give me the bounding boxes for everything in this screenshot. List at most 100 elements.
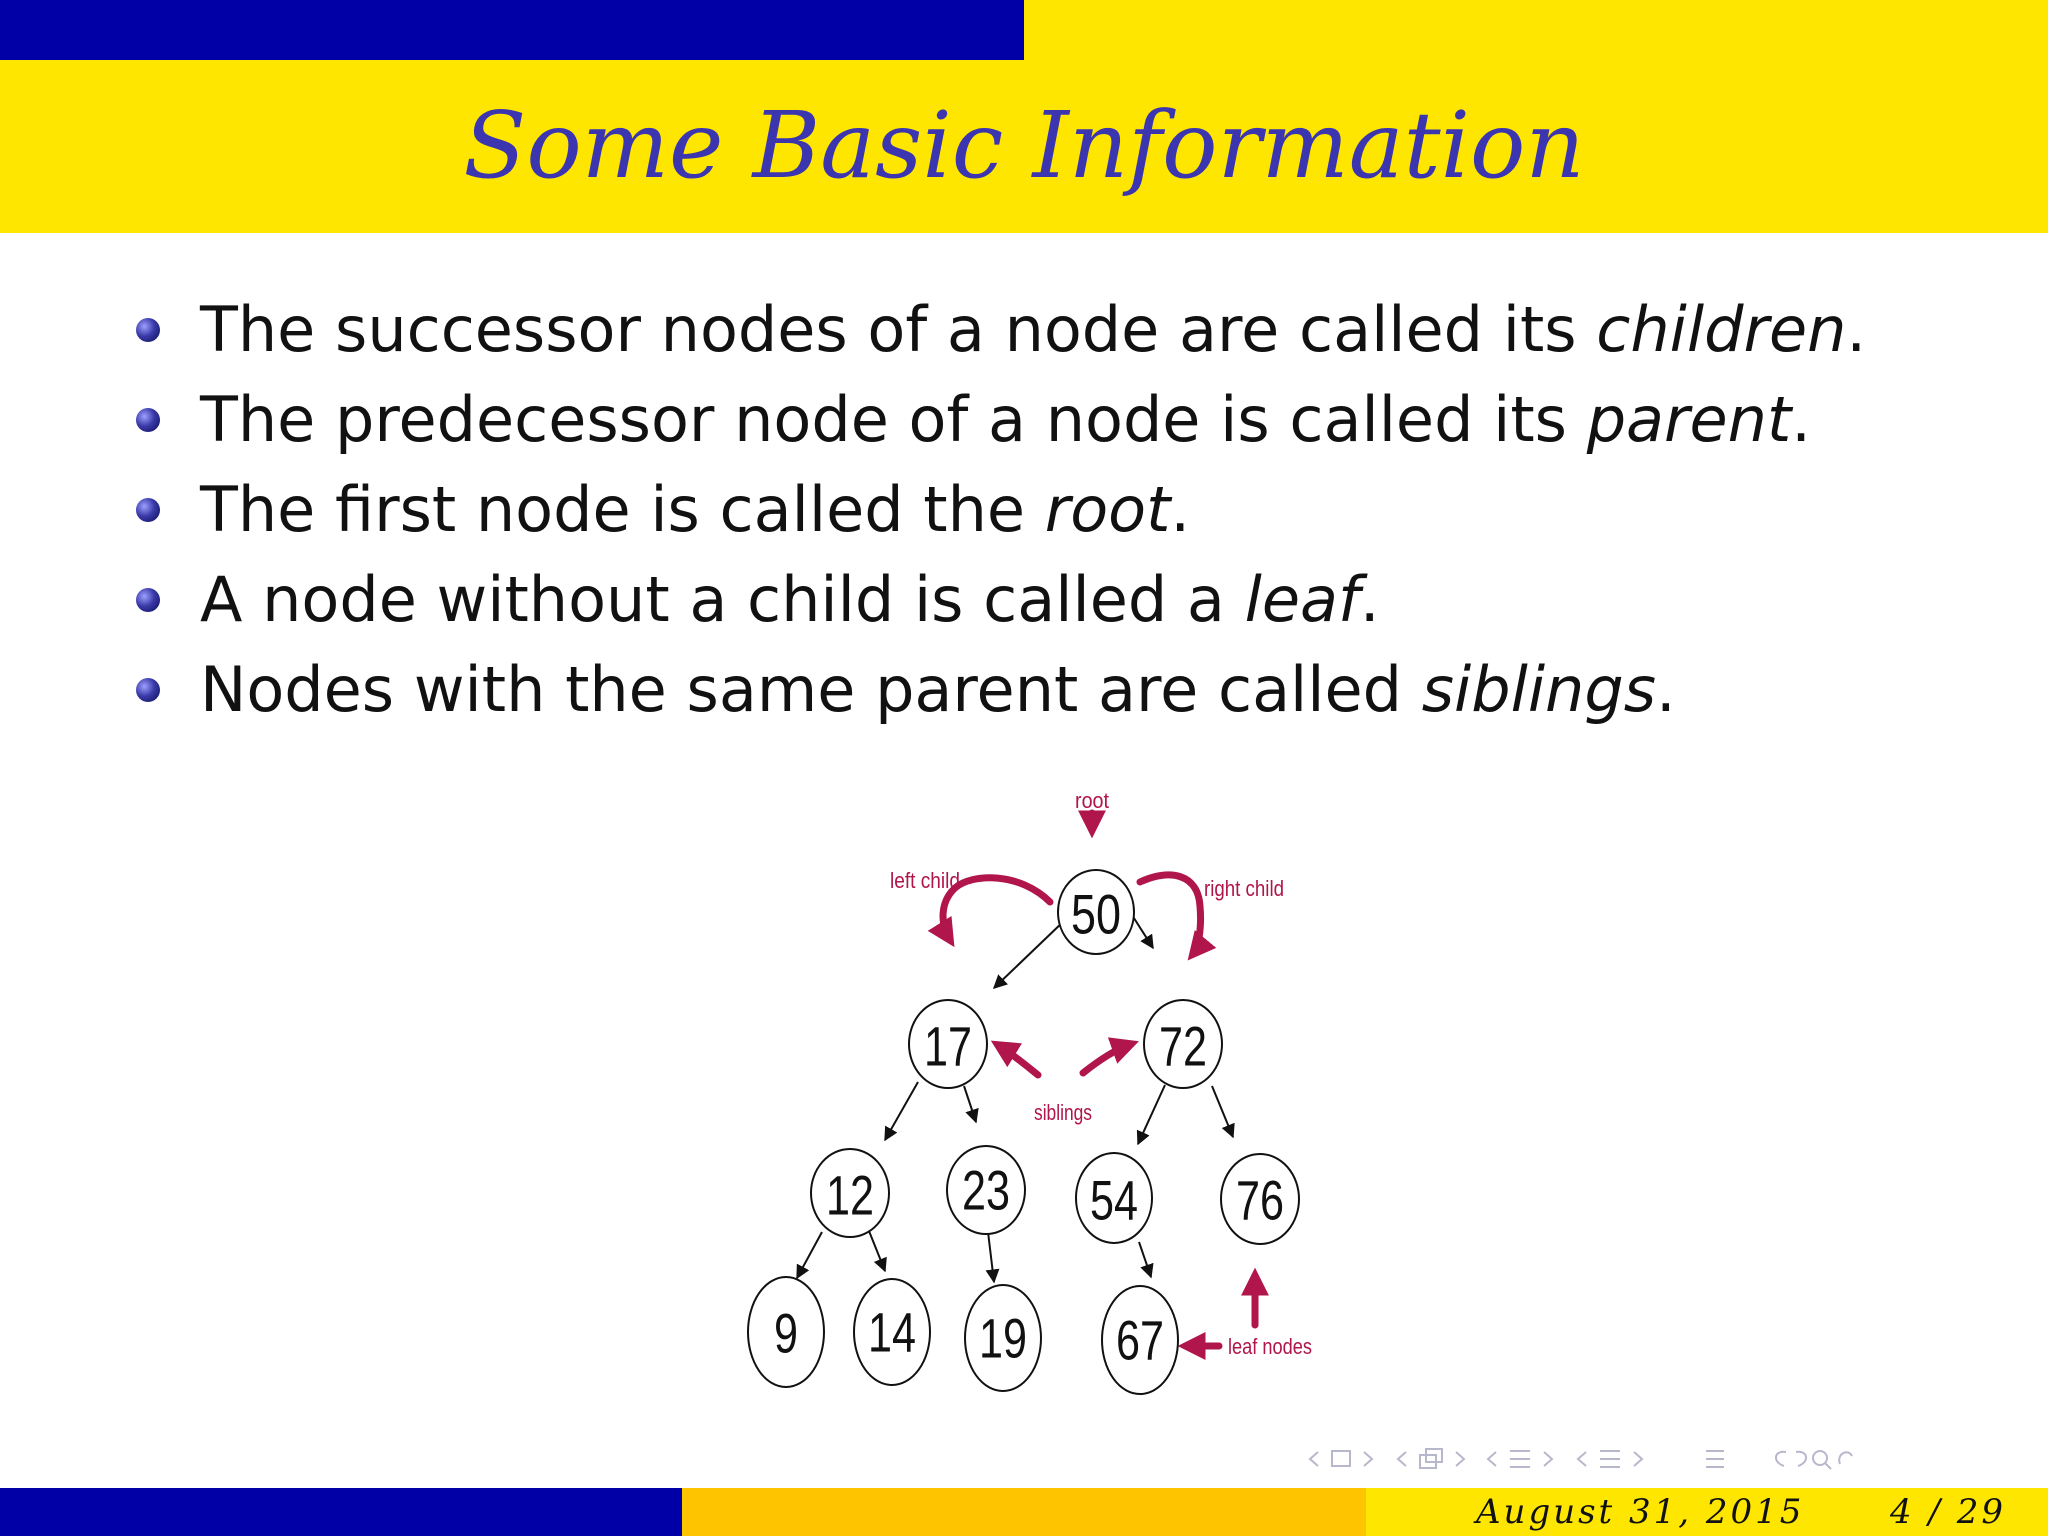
node-label: 72 bbox=[1159, 1015, 1207, 1078]
bullet-punct: . bbox=[1170, 473, 1191, 546]
right-child-label: right child bbox=[1204, 876, 1284, 901]
nav-refresh-icon[interactable] bbox=[1838, 1451, 1853, 1465]
bullet-term: children bbox=[1596, 293, 1847, 366]
nav-section-icon bbox=[1600, 1450, 1620, 1468]
bullet-icon bbox=[136, 318, 160, 342]
edge-17-12 bbox=[884, 1081, 919, 1142]
nav-right-arrow-icon bbox=[1543, 1451, 1554, 1467]
edge-12-9 bbox=[796, 1231, 823, 1280]
bullet-term: siblings bbox=[1421, 653, 1657, 726]
bullet-term: parent bbox=[1586, 383, 1792, 456]
node-circle bbox=[1101, 1285, 1179, 1395]
bullet-text: The predecessor node of a node is called… bbox=[200, 383, 1587, 456]
header-bar-right bbox=[1024, 0, 2048, 60]
node-circle bbox=[1220, 1153, 1300, 1245]
node-circle bbox=[1075, 1152, 1153, 1244]
slide-title: Some Basic Information bbox=[463, 92, 1585, 199]
left-child-label: left child bbox=[890, 868, 960, 893]
bullet-list: The successor nodes of a node are called… bbox=[130, 285, 1866, 735]
bullet-item: A node without a child is called a leaf. bbox=[130, 555, 1866, 645]
node-circle bbox=[946, 1145, 1026, 1235]
header-bar-left bbox=[0, 0, 1024, 60]
bullet-text: Nodes with the same parent are called bbox=[200, 653, 1422, 726]
node-circle bbox=[908, 999, 988, 1089]
node-circle bbox=[810, 1148, 890, 1238]
tree-nodes bbox=[747, 869, 1300, 1395]
footer-bar-middle bbox=[682, 1488, 1366, 1536]
node-label: 67 bbox=[1116, 1309, 1164, 1372]
siblings-label: siblings bbox=[1034, 1100, 1092, 1125]
footer-date: August 31, 2015 bbox=[1476, 1492, 1805, 1532]
binary-tree-diagram: 50 17 72 12 23 54 76 9 14 19 67 root lef… bbox=[747, 788, 1312, 1395]
bullet-punct: . bbox=[1846, 293, 1867, 366]
siblings-arrow-right bbox=[1079, 1037, 1139, 1077]
node-circle bbox=[1057, 869, 1135, 955]
bullet-term: leaf bbox=[1244, 563, 1360, 636]
node-circle bbox=[747, 1276, 825, 1388]
title-bar bbox=[0, 60, 2048, 233]
bullet-punct: . bbox=[1656, 653, 1676, 726]
edge-72-54 bbox=[1136, 1084, 1166, 1146]
node-label: 76 bbox=[1236, 1169, 1284, 1232]
nav-subsection-group[interactable] bbox=[1486, 1450, 1554, 1468]
node-circle bbox=[853, 1278, 931, 1386]
node-label: 9 bbox=[774, 1302, 798, 1365]
node-label: 50 bbox=[1071, 883, 1121, 946]
edge-72-76 bbox=[1211, 1085, 1235, 1139]
bullet-item: The first node is called the root. bbox=[130, 465, 1866, 555]
edge-54-67 bbox=[1138, 1241, 1154, 1279]
nav-forward-icon[interactable] bbox=[1795, 1450, 1807, 1467]
bullet-icon bbox=[136, 498, 160, 522]
bullet-item: The successor nodes of a node are called… bbox=[130, 285, 1866, 375]
root-label: root bbox=[1075, 788, 1109, 813]
annotation-arrows bbox=[927, 809, 1269, 1360]
nav-right-arrow-icon bbox=[1633, 1451, 1644, 1467]
nav-left-arrow-icon bbox=[1576, 1451, 1587, 1467]
node-label: 23 bbox=[962, 1159, 1010, 1222]
edge-12-14 bbox=[868, 1230, 887, 1273]
bullet-item: The predecessor node of a node is called… bbox=[130, 375, 1866, 465]
node-values: 50 17 72 12 23 54 76 9 14 19 67 bbox=[774, 883, 1284, 1372]
node-label: 14 bbox=[868, 1301, 916, 1364]
footer-bar-right bbox=[1366, 1488, 2048, 1536]
edge-50-17 bbox=[992, 919, 1066, 989]
edge-50-72 bbox=[1131, 914, 1154, 950]
nav-slide-icon bbox=[1331, 1450, 1351, 1467]
footer-bar-left bbox=[0, 1488, 682, 1536]
bullet-text: The first node is called the bbox=[200, 473, 1045, 546]
bullet-icon bbox=[136, 678, 160, 702]
node-label: 19 bbox=[979, 1307, 1027, 1370]
node-circle bbox=[964, 1284, 1042, 1392]
nav-right-arrow-icon bbox=[1363, 1451, 1374, 1467]
nav-left-arrow-icon bbox=[1308, 1451, 1319, 1467]
node-label: 17 bbox=[924, 1015, 972, 1078]
node-label: 54 bbox=[1090, 1169, 1138, 1232]
leaf-nodes-label: leaf nodes bbox=[1228, 1334, 1312, 1359]
nav-back-icon[interactable] bbox=[1775, 1450, 1787, 1467]
footer-page-number: 4 / 29 bbox=[1890, 1492, 2006, 1532]
right-child-arrow bbox=[1136, 871, 1217, 961]
left-child-arrow bbox=[927, 874, 1054, 948]
bullet-text: The successor nodes of a node are called… bbox=[200, 293, 1597, 366]
siblings-arrow-left bbox=[990, 1040, 1042, 1079]
nav-subsection-icon bbox=[1510, 1450, 1530, 1468]
nav-right-arrow-icon bbox=[1455, 1451, 1466, 1467]
nav-search-icon[interactable] bbox=[1812, 1450, 1832, 1470]
node-label: 12 bbox=[826, 1164, 874, 1227]
nav-frame-group[interactable] bbox=[1396, 1448, 1466, 1469]
bullet-term: root bbox=[1044, 473, 1171, 546]
bullet-punct: . bbox=[1791, 383, 1811, 456]
bullet-icon bbox=[136, 588, 160, 612]
bullet-icon bbox=[136, 408, 160, 432]
edge-17-23 bbox=[963, 1085, 979, 1124]
node-circle bbox=[1143, 999, 1223, 1089]
nav-toc-icon[interactable] bbox=[1706, 1450, 1724, 1468]
bullet-item: Nodes with the same parent are called si… bbox=[130, 645, 1866, 735]
nav-left-arrow-icon bbox=[1396, 1451, 1407, 1467]
beamer-navigation bbox=[1308, 1448, 1853, 1470]
annotation-labels: root left child right child siblings lea… bbox=[890, 788, 1312, 1359]
nav-section-group[interactable] bbox=[1576, 1450, 1644, 1468]
bullet-text: A node without a child is called a bbox=[200, 563, 1245, 636]
nav-left-arrow-icon bbox=[1486, 1451, 1497, 1467]
nav-slide-group[interactable] bbox=[1308, 1450, 1374, 1467]
